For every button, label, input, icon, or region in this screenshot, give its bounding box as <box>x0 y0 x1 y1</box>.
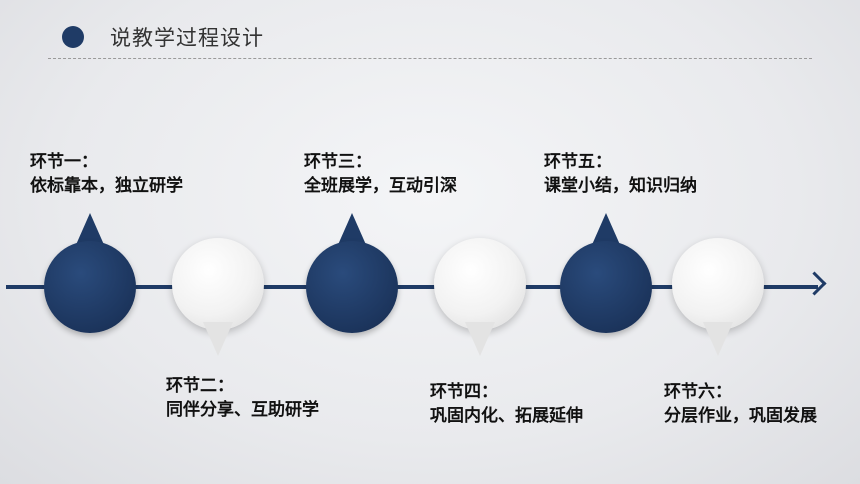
step-6-label: 环节六： 分层作业，巩固发展 <box>664 380 817 428</box>
step-2-title: 环节二： <box>166 376 234 396</box>
timeline-axis <box>6 285 818 289</box>
header-divider <box>48 58 812 59</box>
step-2-desc: 同伴分享、互助研学 <box>166 400 319 420</box>
step-6-desc: 分层作业，巩固发展 <box>664 406 817 426</box>
page-title: 说教学过程设计 <box>110 26 264 50</box>
step-4-label: 环节四： 巩固内化、拓展延伸 <box>430 380 583 428</box>
step-3-title: 环节三： <box>304 152 372 172</box>
step-4-title: 环节四： <box>430 382 498 402</box>
step-5-label: 环节五： 课堂小结，知识归纳 <box>544 150 697 198</box>
step-5-title: 环节五： <box>544 152 612 172</box>
step-1-label: 环节一： 依标靠本，独立研学 <box>30 150 183 198</box>
step-1-desc: 依标靠本，独立研学 <box>30 176 183 196</box>
step-5-desc: 课堂小结，知识归纳 <box>544 176 697 196</box>
step-6-title: 环节六： <box>664 382 732 402</box>
timeline-arrow-icon <box>802 271 827 296</box>
step-2-label: 环节二： 同伴分享、互助研学 <box>166 374 319 422</box>
step-3-desc: 全班展学，互动引深 <box>304 176 457 196</box>
step-4-desc: 巩固内化、拓展延伸 <box>430 406 583 426</box>
header-bullet-dot <box>62 26 84 48</box>
step-3-label: 环节三： 全班展学，互动引深 <box>304 150 457 198</box>
step-1-title: 环节一： <box>30 152 98 172</box>
